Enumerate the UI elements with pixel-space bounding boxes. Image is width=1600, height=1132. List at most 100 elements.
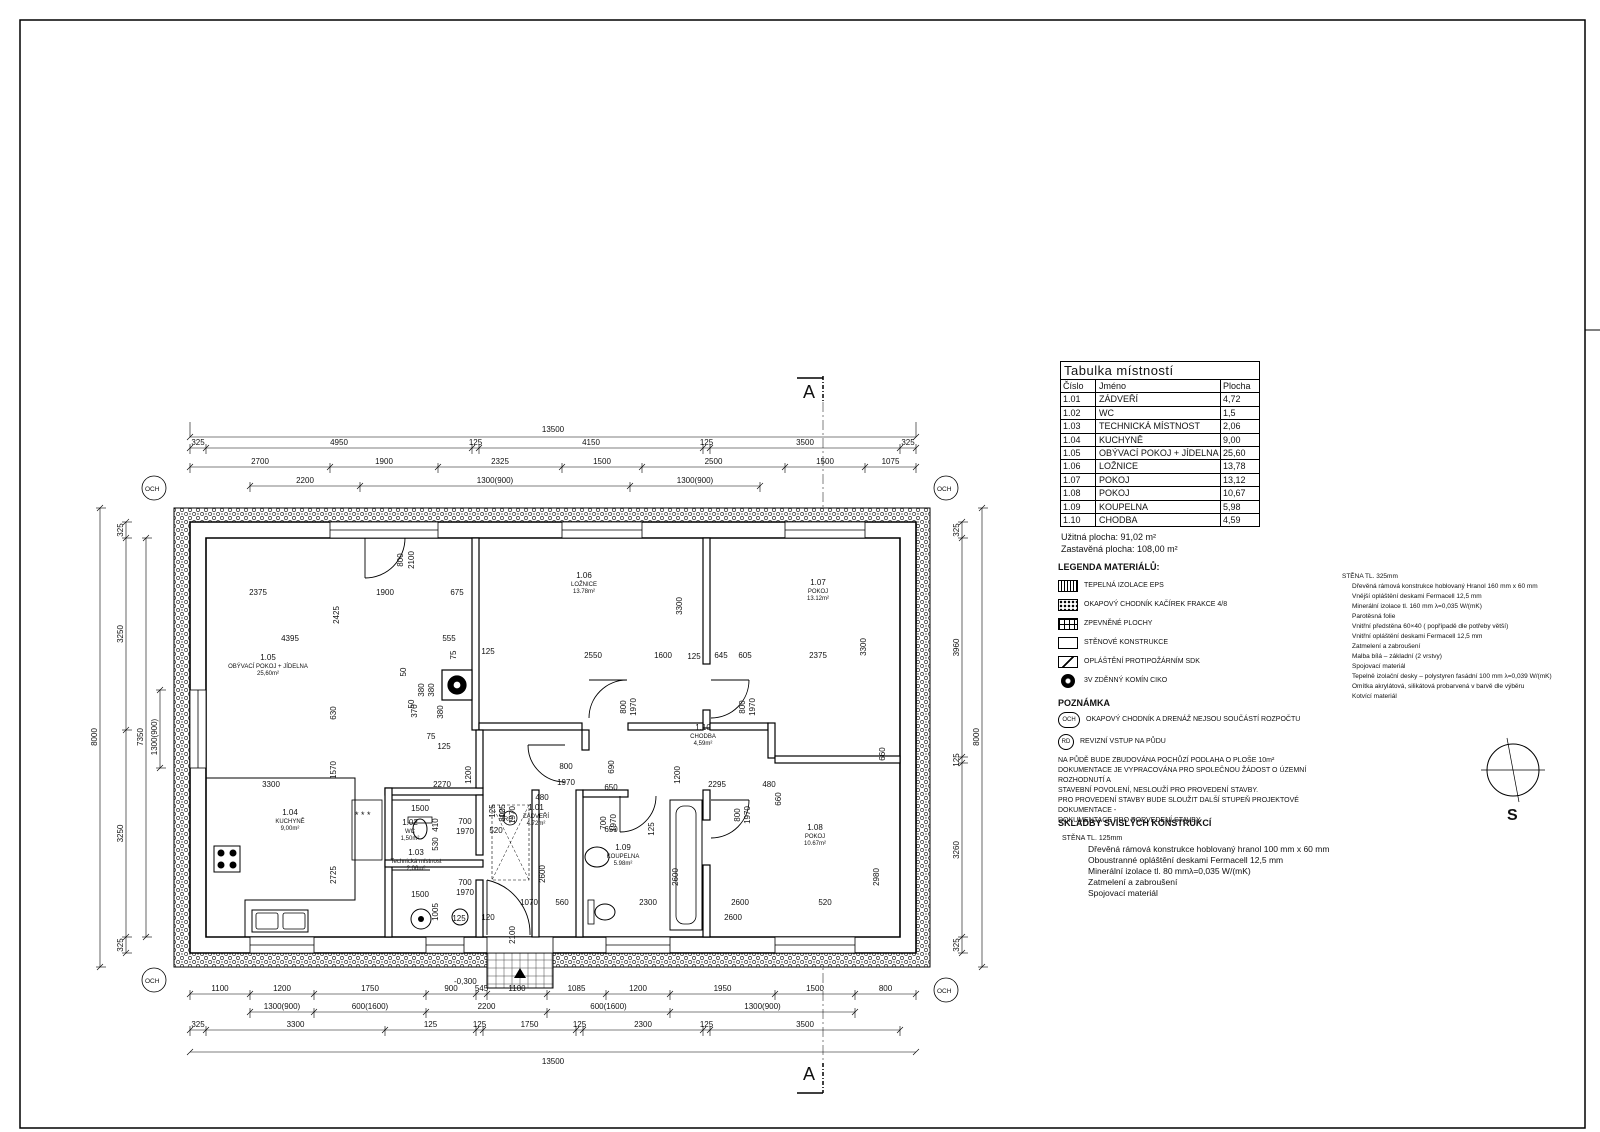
dimension-label: 1300(900) (677, 476, 714, 485)
fireproof-swatch-icon (1058, 655, 1078, 668)
room-table-cell: 10,67 (1223, 488, 1246, 499)
svg-text:OCH: OCH (937, 988, 952, 995)
notes-title: POZNÁMKA (1058, 698, 1110, 708)
dimension-label: 555 (442, 634, 456, 643)
dimension-label: 50 (407, 699, 416, 708)
dimension-label: 650 (604, 825, 618, 834)
dimension-label: 4150 (582, 438, 600, 447)
room-table-cell: 25,60 (1223, 447, 1246, 458)
room-name: POKOJ (808, 589, 828, 595)
dimension-label: 125 (498, 804, 507, 818)
dimension-label: 2425 (332, 606, 341, 624)
room-area: 13.12m² (807, 596, 829, 602)
room-table-cell: POKOJ (1096, 487, 1221, 500)
dimension-label: 3250 (116, 824, 125, 842)
dimension-label: 125 (573, 1020, 587, 1029)
note-och: OCH OKAPOVÝ CHODNÍK A DRENÁŽ NEJSOU SOUČ… (1058, 712, 1348, 728)
room-area: 13.78m² (573, 589, 595, 595)
notes: POZNÁMKA OCH OKAPOVÝ CHODNÍK A DRENÁŽ NE… (1058, 698, 1348, 826)
dimension-label: 3260 (952, 841, 961, 859)
dimension-label: 1970 (456, 827, 474, 836)
room-table-cell: 1.02 (1061, 406, 1096, 420)
dimension-label: 480 (762, 780, 776, 789)
dimension-label: 2100 (508, 926, 517, 944)
och-markers: OCH OCH OCH OCH (141, 475, 959, 1003)
legend-title: LEGENDA MATERIÁLŮ: (1058, 562, 1160, 572)
room-num: 1.09 (615, 843, 631, 852)
room-table-cell: 13,78 (1223, 461, 1246, 472)
room-table-cell: 1.06 (1061, 460, 1096, 473)
dimension-label: 380 (436, 705, 445, 719)
dimension-label: 1200 (673, 766, 682, 784)
room-table-cell: 9,00 (1223, 434, 1241, 445)
dimension-label: 7350 (136, 728, 145, 746)
room-table-cell: KUCHYNĚ (1096, 433, 1221, 446)
dimension-label: 325 (191, 438, 205, 447)
room-table-cell: LOŽNICE (1096, 460, 1221, 473)
insulation-swatch-icon (1058, 579, 1078, 592)
dimension-label: 2375 (249, 588, 267, 597)
room-name: KOUPELNA (607, 854, 640, 860)
legend-item: ZPEVNĚNÉ PLOCHY (1058, 614, 1328, 633)
dimension-label: 325 (952, 938, 961, 952)
dimension-label: 1075 (882, 457, 900, 466)
dimension-label: 125 (952, 753, 961, 767)
dimension-label: 600(1600) (352, 1002, 389, 1011)
dimension-label: 650 (604, 783, 618, 792)
room-table-cell: 1.09 (1061, 500, 1096, 513)
svg-text:OCH: OCH (145, 978, 160, 985)
section-label-bottom: A (803, 1064, 815, 1084)
room-num: 1.06 (576, 571, 592, 580)
legend-item: OPLÁŠTĚNÍ PROTIPOŽÁRNÍM SDK (1058, 652, 1328, 671)
dimension-label: 2550 (584, 651, 602, 660)
dimension-label: 125 (687, 652, 701, 661)
legend-item: OKAPOVÝ CHODNÍK KAČÍREK FRAKCE 4/8 (1058, 595, 1328, 614)
dimension-label: 2500 (705, 457, 723, 466)
och-symbol-icon: OCH (1058, 712, 1080, 728)
room-name: OBÝVACÍ POKOJ + JÍDELNA (228, 663, 308, 670)
room-table-cell: WC (1096, 406, 1221, 420)
dimension-label: 800 (879, 984, 893, 993)
dimension-label: 2300 (634, 1020, 652, 1029)
room-name: KUCHYNĚ (275, 817, 304, 825)
dimension-label: 800 (498, 808, 507, 822)
dimension-label: 800 (738, 700, 747, 714)
ext-wall-title: STĚNA TL. 325mm (1342, 573, 1398, 580)
dimension-label: 2325 (491, 457, 509, 466)
room-num: 1.07 (810, 578, 826, 587)
legend-item: TEPELNÁ IZOLACE EPS (1058, 576, 1328, 595)
dimension-label: 1970 (508, 806, 517, 824)
dimension-label: 325 (116, 938, 125, 952)
room-table-cell: POKOJ (1096, 473, 1221, 487)
dimension-label: 1970 (629, 698, 638, 716)
room-num: 1.04 (282, 808, 298, 817)
svg-text:* * *: * * * (355, 810, 371, 820)
dimension-label: 13500 (542, 425, 565, 434)
dimension-label: 125 (469, 438, 483, 447)
rd-marker (502, 810, 518, 826)
int-wall-title: SKLADBY SVISLÝCH KONSTRUKCÍ (1058, 818, 1212, 828)
legend-item: 3V ZDĚNNÝ KOMÍN CIKO (1058, 671, 1328, 690)
dimension-label: 75 (427, 732, 436, 741)
dimension-label: 3960 (952, 638, 961, 656)
svg-text:OCH: OCH (937, 486, 952, 493)
dimension-label: 605 (738, 651, 752, 660)
section-mark-bottom: A (797, 1063, 824, 1094)
dimension-label: 630 (329, 706, 338, 720)
dimension-label: 1750 (521, 1020, 539, 1029)
area-summary: Užitná plocha: 91,02 m² Zastavěná plocha… (1061, 531, 1178, 555)
dimension-label: 690 (607, 760, 616, 774)
room-table: Tabulka místností Číslo Jméno Plocha 1.0… (1060, 361, 1260, 528)
dimension-label: 2600 (731, 898, 749, 907)
dimension-label: 1500 (816, 457, 834, 466)
dimension-label: 1200 (629, 984, 647, 993)
dimension-label: 1500 (411, 890, 429, 899)
legend-item: STĚNOVÉ KONSTRUKCE (1058, 633, 1328, 652)
dimension-label: 125 (700, 438, 714, 447)
